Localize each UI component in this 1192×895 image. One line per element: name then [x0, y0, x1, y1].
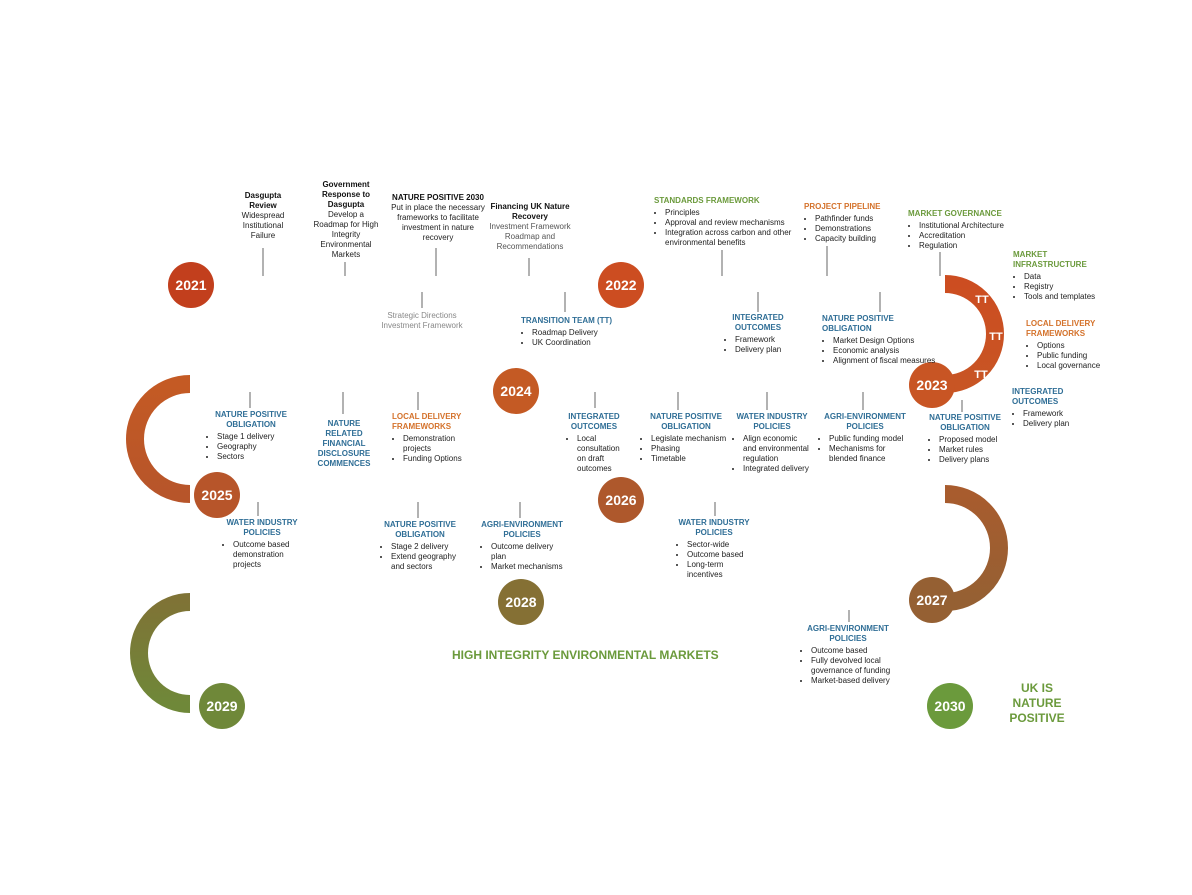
item-standards-framework: STANDARDS FRAMEWORK Principles Approval … — [654, 196, 794, 248]
final-goal-label: UK IS NATURE POSITIVE — [1009, 681, 1065, 725]
year-2023: 2023 — [909, 362, 955, 408]
item-water-industry-2025: WATER INDUSTRY POLICIES Outcome based de… — [222, 518, 302, 570]
item-npo-2022: NATURE POSITIVE OBLIGATION Market Design… — [822, 314, 944, 366]
item-government-response: Government Response to Dasgupta Develop … — [313, 180, 379, 259]
item-agri-environment-2025: AGRI-ENVIRONMENT POLICIES Outcome delive… — [480, 520, 564, 572]
marker-cop26: COP 26 — [510, 279, 549, 291]
marker-tt-1: TT — [715, 279, 729, 291]
year-2027: 2027 — [909, 577, 955, 623]
marker-jncc: JNCC — [421, 279, 451, 291]
item-water-industry-2026: WATER INDUSTRY POLICIES Sector-wide Outc… — [676, 518, 752, 580]
marker-tt-2: TT — [820, 279, 834, 291]
svg-text:2021: 2021 — [175, 277, 206, 293]
item-npo-2025-stage1: NATURE POSITIVE OBLIGATION Stage 1 deliv… — [206, 410, 296, 462]
svg-text:2026: 2026 — [605, 492, 636, 508]
svg-text:2029: 2029 — [206, 698, 237, 714]
item-transition-team: TRANSITION TEAM (TT) Roadmap Delivery UK… — [521, 316, 617, 348]
svg-text:2025: 2025 — [201, 487, 232, 503]
connector-lines — [249, 246, 963, 622]
item-strategic-directions: Strategic Directions Investment Framewor… — [381, 311, 463, 330]
year-circles: 2021 2022 2023 2024 2025 2026 2027 2028 … — [168, 262, 973, 729]
timeline-path — [126, 275, 1008, 713]
item-water-industry-2023: WATER INDUSTRY POLICIES Align economic a… — [732, 412, 812, 474]
item-nature-financial-disclosure: NATURE RELATED FINANCIAL DISCLOSURE COMM… — [317, 419, 371, 468]
path-curve-right-1 — [944, 275, 1004, 393]
path-curve-left-1 — [126, 375, 191, 503]
svg-text:2030: 2030 — [934, 698, 965, 714]
year-2030: 2030 — [927, 683, 973, 729]
marker-tt-5: TT — [989, 331, 1003, 343]
year-2026: 2026 — [598, 477, 644, 523]
svg-text:2024: 2024 — [500, 383, 531, 399]
svg-text:2028: 2028 — [505, 594, 536, 610]
item-integrated-outcomes-2023: INTEGRATED OUTCOMES Framework Delivery p… — [1012, 387, 1076, 429]
item-market-governance: MARKET GOVERNANCE Institutional Architec… — [908, 209, 1008, 251]
item-dasgupta-review: Dasgupta Review Widespread Institutional… — [241, 191, 285, 240]
item-local-delivery-2024: LOCAL DELIVERY FRAMEWORKS Demonstration … — [392, 412, 472, 464]
svg-text:2027: 2027 — [916, 592, 947, 608]
path-curve-left-2 — [130, 593, 191, 713]
item-market-infrastructure: MARKET INFRASTRUCTURE Data Registry Tool… — [1013, 250, 1103, 302]
item-integrated-outcomes-2024: INTEGRATED OUTCOMES Local consultation o… — [566, 412, 622, 474]
item-agri-environment-2023: AGRI-ENVIRONMENT POLICIES Public funding… — [818, 412, 912, 464]
path-markers: HMT JNCC COP 26 TT TT TT TT TT TT — [333, 279, 1003, 381]
marker-tt-3: TT — [931, 279, 945, 291]
item-agri-environment-2027: AGRI-ENVIRONMENT POLICIES Outcome based … — [800, 624, 896, 686]
item-npo-2024: NATURE POSITIVE OBLIGATION Legislate mec… — [640, 412, 732, 464]
item-project-pipeline: PROJECT PIPELINE Pathfinder funds Demons… — [804, 202, 886, 244]
year-2021: 2021 — [168, 262, 214, 308]
marker-tt-4: TT — [975, 294, 989, 306]
item-npo-2025-stage2: NATURE POSITIVE OBLIGATION Stage 2 deliv… — [380, 520, 460, 572]
path-curve-right-2 — [944, 485, 1008, 611]
center-title: HIGH INTEGRITY ENVIRONMENTAL MARKETS — [452, 648, 719, 662]
year-2024: 2024 — [493, 368, 539, 414]
item-financing-uk-nature: Financing UK Nature Recovery Investment … — [489, 202, 571, 251]
year-2025: 2025 — [194, 472, 240, 518]
year-2029: 2029 — [199, 683, 245, 729]
marker-hmt: HMT — [333, 279, 357, 291]
marker-tt-6: TT — [974, 369, 988, 381]
item-integrated-outcomes-2022: INTEGRATED OUTCOMES Framework Delivery p… — [724, 313, 792, 355]
svg-text:2023: 2023 — [916, 377, 947, 393]
item-nature-positive-2030: NATURE POSITIVE 2030 Put in place the ne… — [391, 193, 485, 242]
svg-text:2022: 2022 — [605, 277, 636, 293]
year-2022: 2022 — [598, 262, 644, 308]
item-local-delivery-2023: LOCAL DELIVERY FRAMEWORKS Options Public… — [1026, 319, 1106, 371]
year-2028: 2028 — [498, 579, 544, 625]
item-npo-2023: NATURE POSITIVE OBLIGATION Proposed mode… — [928, 413, 1002, 465]
